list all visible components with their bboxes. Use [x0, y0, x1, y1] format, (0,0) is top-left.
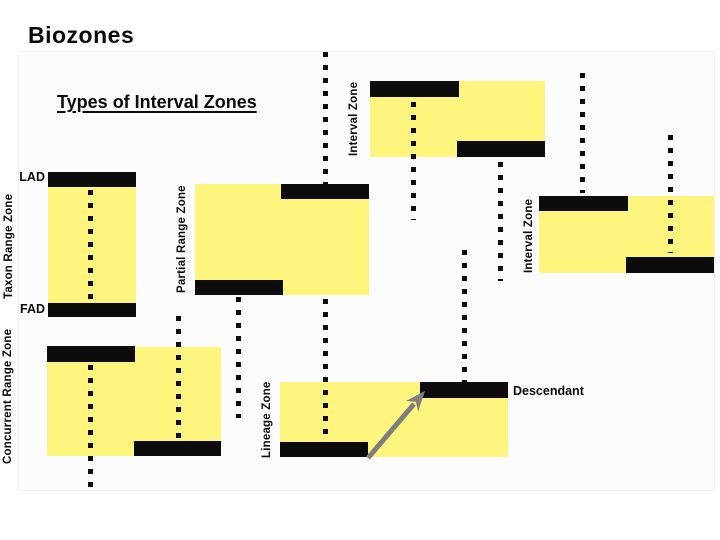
taxon-range-dotted-line — [88, 190, 93, 300]
partial-top-right-bar — [281, 184, 369, 199]
interval-right-bottom-right-bar — [626, 257, 714, 273]
partial-range-fill — [195, 184, 369, 295]
interval-top-left-bar — [370, 81, 459, 97]
lineage-descendant-dotted-line — [462, 250, 467, 382]
interval-right-top-left-bar — [539, 196, 628, 211]
descendant-evolution-arrow-icon — [366, 391, 425, 460]
page-title: Biozones — [28, 22, 135, 48]
lineage-descendant-bar — [420, 382, 508, 398]
interval-top-bottom-right-bar — [457, 141, 545, 157]
partial-range-zone-label: Partial Range Zone — [176, 185, 188, 293]
partial-range-dotted-line — [236, 297, 241, 418]
interval-right-dotted-line-left — [580, 73, 585, 193]
concurrent-range-zone-label: Concurrent Range Zone — [2, 328, 14, 464]
fad-label: FAD — [20, 302, 45, 316]
lineage-zone-label: Lineage Zone — [261, 381, 273, 459]
interval-range-dotted-line-lower — [323, 299, 328, 441]
concurrent-bottom-right-bar — [134, 441, 221, 456]
interval-zone-right-label: Interval Zone — [523, 198, 535, 273]
lineage-ancestor-bar — [280, 442, 368, 457]
between-zones-dotted-line — [498, 162, 503, 281]
concurrent-range-fill — [47, 347, 221, 456]
taxon-bottom-bar — [48, 303, 136, 317]
concurrent-top-left-bar — [47, 346, 135, 362]
taxon-range-zone-label: Taxon Range Zone — [3, 193, 15, 299]
descendant-label: Descendant — [513, 384, 584, 398]
interval-range-dotted-line-upper — [323, 52, 328, 184]
interval-top-dotted-line — [411, 102, 416, 220]
interval-zone-top-label: Interval Zone — [348, 81, 360, 157]
concurrent-range-dotted-line-right — [176, 316, 181, 438]
interval-right-dotted-line-right — [668, 135, 673, 253]
concurrent-range-dotted-line-left — [88, 365, 93, 489]
partial-bottom-left-bar — [195, 280, 283, 295]
taxon-top-bar — [48, 172, 136, 187]
slide-subtitle: Types of Interval Zones — [57, 92, 257, 112]
lad-label: LAD — [19, 170, 45, 184]
